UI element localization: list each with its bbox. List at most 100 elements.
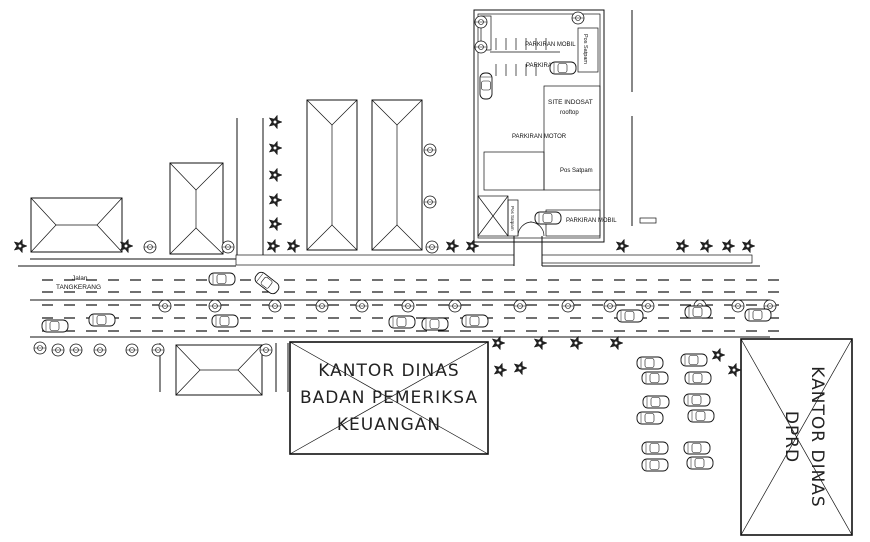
label-pos-satpam-box: Pos Satpam	[560, 168, 593, 174]
dprd-title-line2: DPRD	[781, 411, 801, 463]
tree-icon	[93, 343, 107, 357]
car-icon	[254, 271, 280, 295]
car-icon	[636, 411, 664, 425]
car-icon	[684, 305, 712, 319]
hedge-strips	[18, 236, 760, 267]
tree-icon	[448, 299, 462, 313]
tree-icon	[401, 299, 415, 313]
shrub-icon	[286, 238, 301, 254]
building-dprd: KANTOR DINAS DPRD	[740, 338, 853, 536]
shrub-icon	[615, 238, 630, 254]
bpk-title-line3: KEUANGAN	[337, 415, 441, 435]
tree-icon	[641, 299, 655, 313]
label-pos-satpam-vertical: Pos Satpam	[582, 34, 588, 64]
car-icon	[744, 308, 772, 322]
building-lower-left	[175, 344, 263, 396]
tree-icon	[221, 240, 235, 254]
label-pos-satpam-small: Pos Satpam	[510, 206, 515, 231]
building-mid-left	[169, 162, 224, 255]
car-icon	[683, 441, 711, 455]
car-icon	[636, 356, 664, 370]
tree-icon	[143, 240, 157, 254]
car-icon	[684, 371, 712, 385]
tree-icon	[603, 299, 617, 313]
street-label-prefix: Jalan	[72, 275, 88, 282]
tree-icon	[268, 299, 282, 313]
label-rooftop: rooftop	[560, 110, 579, 116]
car-icon	[641, 371, 669, 385]
tree-icon	[125, 343, 139, 357]
building-long-1	[306, 99, 358, 251]
shrub-icon	[675, 238, 690, 254]
tree-icon	[259, 343, 273, 357]
tree-icon	[151, 343, 165, 357]
tree-icon	[731, 299, 745, 313]
tree-icon	[423, 195, 437, 209]
label-site-indosat: SITE INDOSAT	[548, 99, 593, 106]
tree-icon	[33, 341, 47, 355]
tree-icon	[158, 299, 172, 313]
shrub-icon	[119, 238, 134, 254]
label-parkiran-motor: PARKIRAN MOTOR	[512, 134, 567, 140]
building-long-2	[371, 99, 423, 251]
shrub-icon	[266, 238, 281, 254]
shrub-icon	[445, 238, 460, 254]
tree-icon	[425, 240, 439, 254]
shrub-icon	[268, 192, 283, 208]
small-sign	[639, 217, 657, 224]
car-icon	[41, 319, 69, 333]
bpk-title-line2: BADAN PEMERIKSA	[300, 388, 478, 408]
tree-icon	[561, 299, 575, 313]
tree-icon	[69, 343, 83, 357]
car-icon	[461, 314, 489, 328]
shrub-icon	[268, 167, 283, 183]
shrub-icon	[268, 140, 283, 156]
shrub-icon	[493, 362, 508, 378]
car-icon	[683, 393, 711, 407]
shrub-icon	[711, 347, 726, 363]
building-left	[30, 197, 123, 253]
tree-icon	[51, 343, 65, 357]
shrub-icon	[533, 335, 548, 351]
car-icon	[641, 441, 669, 455]
shrub-icon	[727, 362, 742, 378]
tree-icon	[571, 11, 585, 25]
tree-icon	[474, 15, 488, 29]
car-icon	[680, 353, 708, 367]
shrub-icon	[741, 238, 756, 254]
car-icon	[534, 211, 562, 225]
car-icon	[479, 72, 493, 100]
dprd-title-line1: KANTOR DINAS	[807, 366, 827, 507]
car-icon	[686, 456, 714, 470]
tree-icon	[423, 143, 437, 157]
bpk-title-line1: KANTOR DINAS	[318, 361, 459, 381]
car-icon	[616, 309, 644, 323]
label-parkiran-mobil-top: PARKIRAN MOBIL	[525, 42, 576, 48]
tree-icon	[513, 299, 527, 313]
shrub-icon	[13, 238, 28, 254]
car-icon	[687, 409, 715, 423]
tree-icon	[208, 299, 222, 313]
car-icon	[549, 61, 577, 75]
street-label-name: TANGKERANG	[56, 284, 101, 291]
car-icon	[208, 272, 236, 286]
shrub-icon	[268, 114, 283, 130]
tree-icon	[315, 299, 329, 313]
car-icon	[88, 313, 116, 327]
shrub-icon	[268, 216, 283, 232]
shrub-icon	[491, 335, 506, 351]
car-icon	[388, 315, 416, 329]
car-icon	[211, 314, 239, 328]
car-icon	[421, 317, 449, 331]
shrub-icon	[609, 335, 624, 351]
car-icon	[641, 458, 669, 472]
shrub-icon	[513, 360, 528, 376]
label-parkiran-mobil-bottom: PARKIRAN MOBIL	[566, 218, 617, 224]
building-bpk: KANTOR DINAS BADAN PEMERIKSA KEUANGAN	[289, 341, 489, 455]
shrub-icon	[721, 238, 736, 254]
car-icon	[642, 395, 670, 409]
tree-icon	[355, 299, 369, 313]
shrub-icon	[465, 238, 480, 254]
